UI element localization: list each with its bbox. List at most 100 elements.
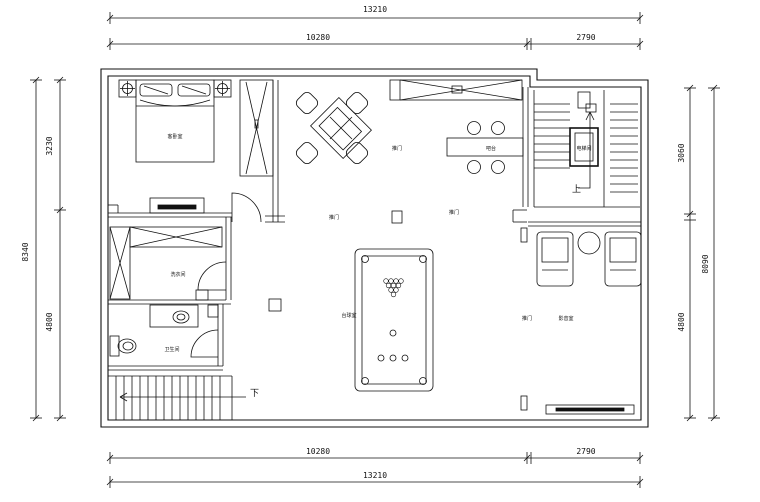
tv-console: [545, 404, 635, 415]
room-label-bathroom: 卫生间: [164, 346, 179, 353]
recliner-right-seat: [609, 237, 637, 263]
chair-ne: [345, 91, 369, 115]
vanity: [149, 304, 199, 328]
stair-up-label: 上: [572, 184, 581, 195]
card-table: [310, 97, 372, 159]
bar-area: 吧台: [446, 121, 524, 174]
room-label-laundry: 洗衣间: [170, 271, 185, 278]
column-center: [391, 210, 403, 224]
tv-screen: [555, 407, 625, 412]
dim-left-upper: 3230: [45, 136, 54, 155]
bar-stool-4: [491, 160, 505, 174]
elevator-shaft: [569, 127, 599, 167]
toilet-tank: [109, 335, 120, 357]
sink-basin: [176, 313, 186, 321]
laundry-door-icon: [197, 261, 227, 291]
bar-counter: [446, 137, 524, 157]
toilet-icon: [117, 338, 137, 354]
stair-down-label: 下: [250, 389, 259, 399]
pillow-right: [177, 83, 211, 97]
media-wall-stub: [520, 227, 528, 243]
rack-of-balls-icon: [383, 278, 404, 298]
dim-bottom-total: 13210: [363, 471, 387, 480]
wardrobe-handle: [254, 119, 259, 129]
stair-up-arrow-icon: [578, 112, 591, 189]
bathroom-door-jamb: [207, 304, 219, 318]
ball-icon: [401, 354, 409, 362]
recliner-right: [604, 231, 642, 287]
door-label-1: 推门: [392, 145, 402, 152]
toilet-seat: [122, 341, 134, 351]
card-table-set: 推门: [295, 91, 402, 165]
laundry-counter: [129, 226, 223, 248]
chair-sw: [295, 141, 319, 165]
dim-bottom-left: 10280: [306, 447, 330, 456]
sink-icon: [172, 310, 190, 324]
dim-right-upper: 3060: [677, 143, 686, 162]
pool-table-outer: [354, 248, 434, 392]
media-room: 推门 影音室: [522, 231, 642, 415]
right-dimensions: 3060 4800 8090: [677, 84, 720, 422]
top-dimensions: 13210 10280 2790: [106, 5, 644, 50]
room-label-bar: 吧台: [486, 145, 496, 152]
bedroom-desk: [149, 197, 205, 214]
storage-cabinet: [389, 79, 523, 101]
stair-landing-block: [585, 103, 597, 113]
door-label-2: 推门: [329, 214, 339, 221]
dim-left-lower: 4800: [45, 312, 54, 331]
room-label-elevator: 电梯间: [576, 145, 591, 152]
cue-ball-icon: [389, 329, 397, 337]
bed: [135, 79, 215, 163]
interior-walls: [108, 79, 641, 411]
dim-left-total: 8340: [21, 242, 30, 261]
nightstand-right: [213, 79, 232, 98]
laundry-room: 洗衣间: [109, 226, 227, 301]
pocket-icon: [419, 377, 427, 385]
door-label-4: 推门: [522, 315, 532, 322]
room-label-media: 影音室: [558, 315, 573, 322]
side-table-icon: [577, 231, 601, 255]
recliner-left: [536, 231, 574, 287]
pillow-left: [139, 83, 173, 97]
laundry-cabinet: [109, 226, 131, 300]
dim-top-left: 10280: [306, 33, 330, 42]
dim-top-total: 13210: [363, 5, 387, 14]
desk-top: [157, 204, 197, 210]
stairs-down: 下: [108, 375, 259, 420]
bathroom-door-icon: [190, 329, 219, 358]
room-label-bedroom: 客卧室: [167, 133, 182, 140]
top-cabinet: [389, 79, 523, 101]
bar-stool-3: [467, 160, 481, 174]
dim-bottom-right: 2790: [576, 447, 595, 456]
pocket-icon: [419, 255, 427, 263]
pocket-icon: [361, 255, 369, 263]
column-left: [268, 298, 282, 312]
elevator-car: [574, 132, 594, 162]
bar-stool-1: [467, 121, 481, 135]
dim-right-lower: 4800: [677, 312, 686, 331]
recliner-left-seat: [541, 237, 569, 263]
dim-right-total: 8090: [701, 254, 710, 273]
chair-se: [345, 141, 369, 165]
guest-bedroom: 客卧室: [118, 79, 262, 223]
cabinet-pull: [451, 85, 463, 94]
nightstand-left: [118, 79, 137, 98]
billiards-room: 台球室: [341, 248, 434, 392]
outer-walls: [100, 68, 649, 428]
bed-cover: [139, 99, 211, 107]
left-dimensions: 8340 3230 4800: [21, 76, 66, 422]
door-label-3: 推门: [449, 209, 459, 216]
bottom-dimensions: 10280 2790 13210: [106, 447, 644, 488]
laundry-door-jamb: [195, 289, 209, 301]
stairwell: 电梯间 上: [533, 90, 640, 208]
pool-table-felt: [361, 255, 427, 385]
stair-landing-post: [577, 91, 591, 109]
media-wall-stub-2: [520, 395, 528, 411]
bedroom-door-icon: [231, 192, 262, 223]
bar-stool-2: [491, 121, 505, 135]
pocket-icon: [361, 377, 369, 385]
room-label-billiards: 台球室: [341, 312, 356, 319]
bathroom: 卫生间: [109, 304, 219, 358]
ball-icon: [389, 354, 397, 362]
